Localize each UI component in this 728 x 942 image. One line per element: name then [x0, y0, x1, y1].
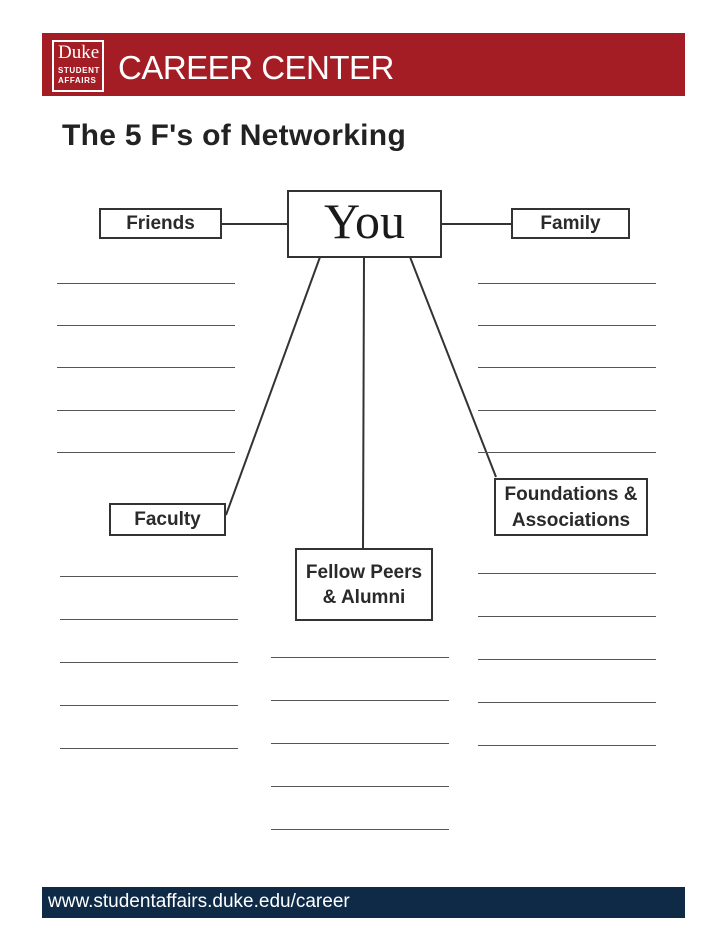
page-title: The 5 F's of Networking	[62, 119, 407, 152]
faculty-write-line[interactable]	[60, 705, 238, 706]
connector-fellow	[362, 256, 365, 550]
logo-student-affairs-text: STUDENT AFFAIRS	[58, 66, 100, 86]
friends-write-line[interactable]	[57, 325, 235, 326]
family-write-line[interactable]	[478, 367, 656, 368]
foundations-write-line[interactable]	[478, 659, 656, 660]
foundations-write-line[interactable]	[478, 745, 656, 746]
faculty-box: Faculty	[109, 503, 226, 536]
faculty-write-line[interactable]	[60, 748, 238, 749]
header-title: CAREER CENTER	[118, 49, 394, 86]
footer-url: www.studentaffairs.duke.edu/career	[48, 891, 350, 912]
fellow-peers-box: Fellow Peers & Alumni	[295, 548, 433, 621]
friends-write-line[interactable]	[57, 283, 235, 284]
logo-duke-text: Duke	[58, 42, 100, 63]
friends-box: Friends	[99, 208, 222, 239]
you-label: You	[323, 193, 406, 249]
faculty-label: Faculty	[134, 509, 201, 530]
family-label: Family	[540, 213, 601, 234]
connector-faculty	[225, 256, 321, 516]
foundations-box: Foundations & Associations	[494, 478, 648, 536]
friends-write-line[interactable]	[57, 410, 235, 411]
logo-line-student: STUDENT	[58, 66, 100, 75]
family-write-line[interactable]	[478, 283, 656, 284]
duke-student-affairs-logo: Duke STUDENT AFFAIRS	[52, 40, 104, 92]
foundations-write-line[interactable]	[478, 616, 656, 617]
fellow-write-line[interactable]	[271, 700, 449, 701]
fellow-write-line[interactable]	[271, 657, 449, 658]
fellow-write-line[interactable]	[271, 829, 449, 830]
fellow-write-line[interactable]	[271, 786, 449, 787]
friends-write-line[interactable]	[57, 367, 235, 368]
foundations-write-line[interactable]	[478, 702, 656, 703]
foundations-label-line2: Associations	[511, 510, 631, 531]
footer-bar: www.studentaffairs.duke.edu/career	[42, 887, 685, 918]
fellow-write-line[interactable]	[271, 743, 449, 744]
header-banner: Duke STUDENT AFFAIRS CAREER CENTER	[42, 33, 685, 96]
foundations-write-line[interactable]	[478, 573, 656, 574]
foundations-label-line1: Foundations &	[504, 484, 638, 505]
faculty-write-line[interactable]	[60, 576, 238, 577]
you-box: You	[287, 190, 442, 258]
family-box: Family	[511, 208, 630, 239]
faculty-write-line[interactable]	[60, 619, 238, 620]
family-write-line[interactable]	[478, 325, 656, 326]
faculty-write-line[interactable]	[60, 662, 238, 663]
fellow-label-line1: Fellow Peers	[305, 562, 423, 583]
fellow-label-line2: & Alumni	[322, 587, 406, 608]
logo-line-affairs: AFFAIRS	[58, 76, 97, 85]
connector-foundations	[409, 256, 497, 478]
friends-label: Friends	[126, 213, 195, 234]
friends-write-line[interactable]	[57, 452, 235, 453]
family-write-line[interactable]	[478, 452, 656, 453]
family-write-line[interactable]	[478, 410, 656, 411]
